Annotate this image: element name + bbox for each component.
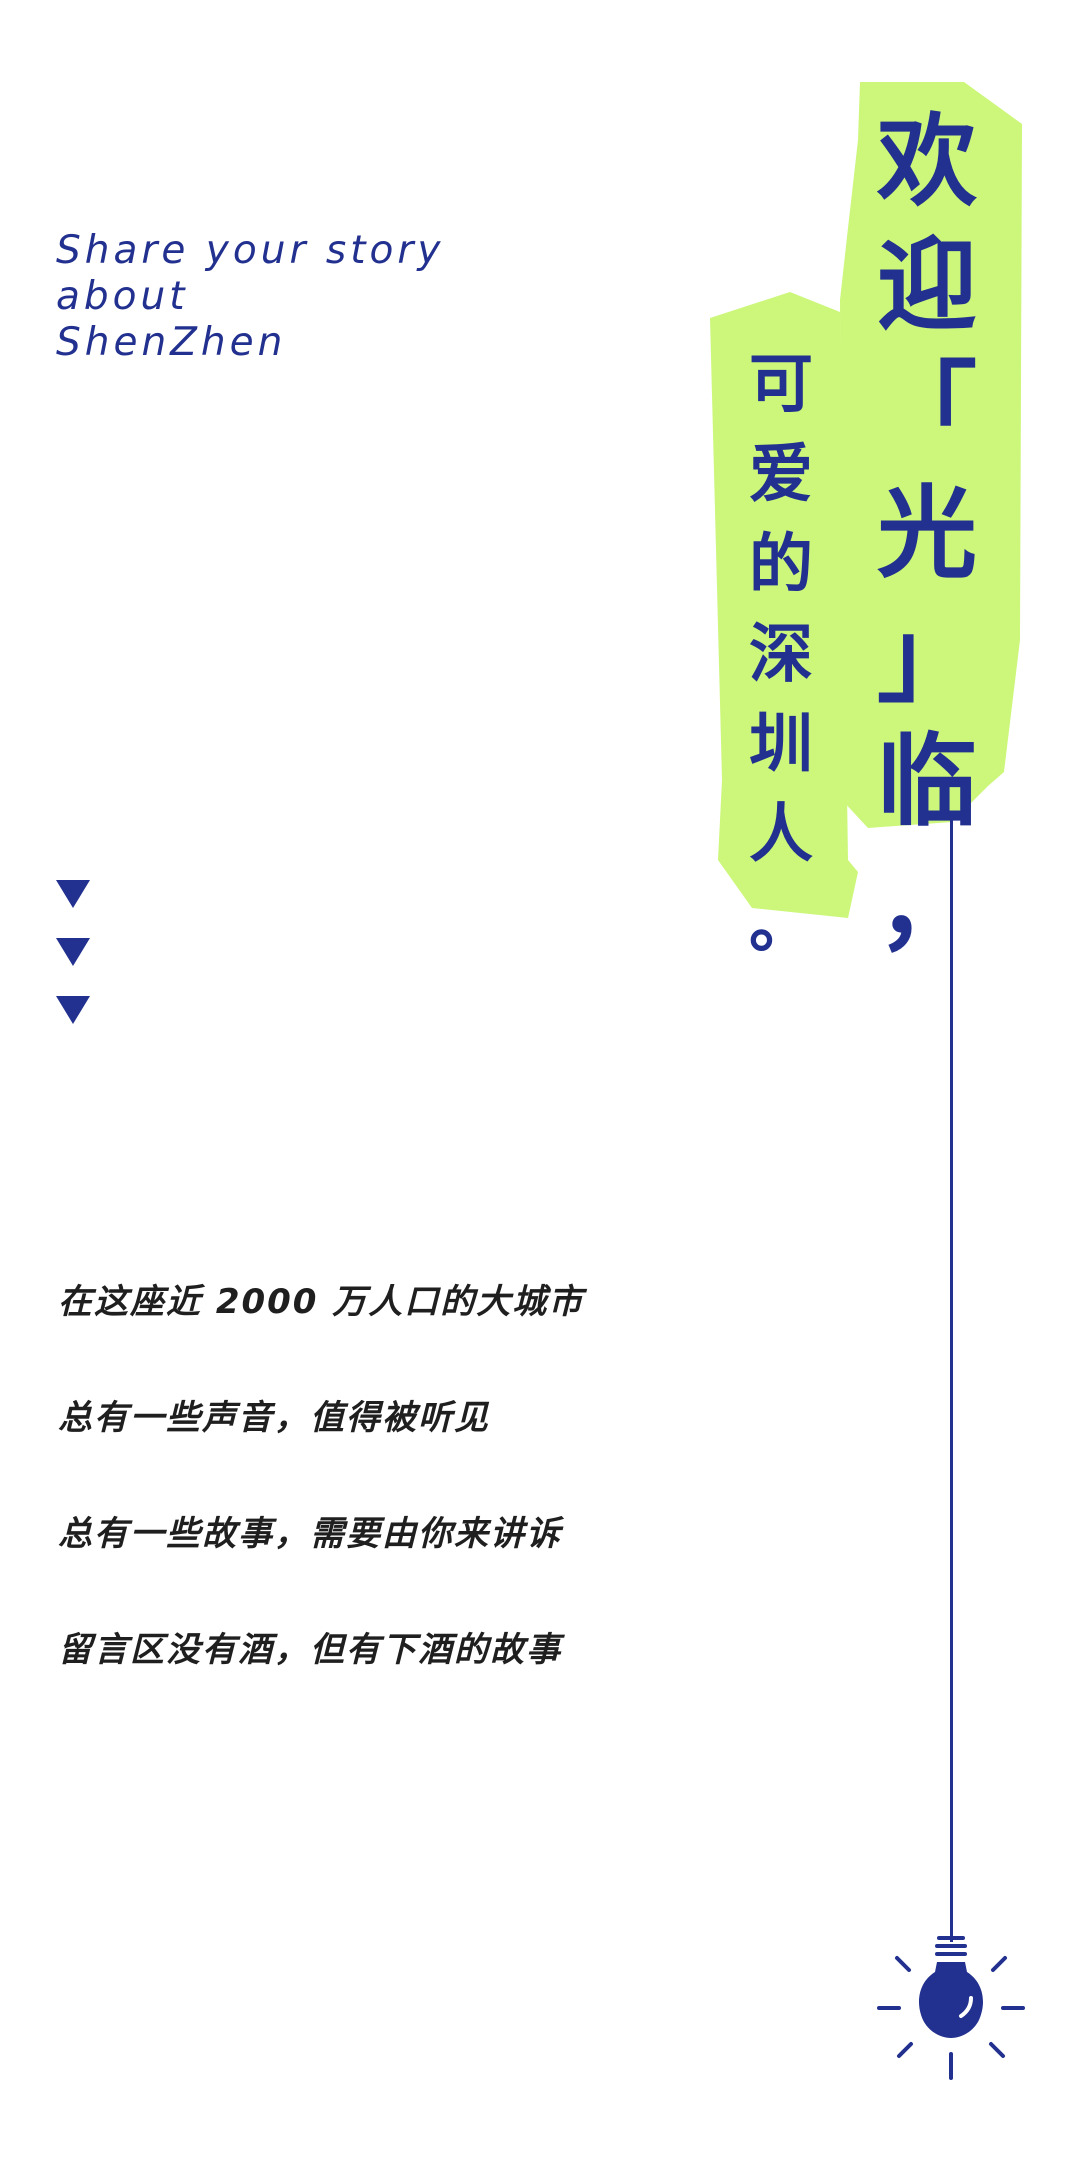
tagline-line-2: about — [56, 274, 189, 319]
subheadline-char: 圳 — [749, 708, 813, 782]
tagline-line-1: Share your story — [56, 228, 445, 273]
subheadline-char: 的 — [749, 528, 813, 602]
headline-char: 「 — [877, 351, 977, 468]
tagline: Share your story about ShenZhen — [56, 228, 444, 366]
headline-big: 欢 迎 「 光 」 临 ， — [862, 100, 992, 968]
subheadline-char: 人 — [749, 798, 813, 872]
down-arrow-icon — [56, 996, 90, 1024]
body-line: 总有一些故事，需要由你来讲诉 — [58, 1514, 562, 1554]
lightbulb-icon — [877, 1936, 1025, 2080]
down-arrow-icon — [56, 880, 90, 908]
subheadline-char: 可 — [749, 348, 813, 422]
headline-char: 迎 — [877, 227, 977, 344]
body-line: 总有一些声音，值得被听见 — [58, 1398, 490, 1438]
highlight-panel-small — [710, 292, 858, 918]
body-line: 留言区没有酒，但有下酒的故事 — [58, 1630, 562, 1670]
headline-char: 」 — [877, 599, 977, 716]
hanging-string — [950, 812, 953, 1942]
headline-small: 可 爱 的 深 圳 人 。 — [740, 340, 822, 970]
subheadline-char: 深 — [749, 618, 813, 692]
body-text: 在这座近 2000 万人口的大城市 总有一些声音，值得被听见 总有一些故事，需要… — [58, 1276, 584, 1740]
body-line: 在这座近 2000 万人口的大城市 — [58, 1282, 585, 1322]
headline-char: 欢 — [877, 103, 977, 220]
subheadline-char: 。 — [749, 888, 813, 962]
headline-char: 临 — [877, 723, 977, 840]
highlight-panel-big — [840, 82, 1022, 828]
down-arrow-icon — [56, 938, 90, 966]
subheadline-char: 爱 — [749, 438, 813, 512]
headline-char: 光 — [877, 475, 977, 592]
headline-char: ， — [877, 847, 977, 964]
down-arrows — [56, 880, 90, 1054]
tagline-line-3: ShenZhen — [56, 320, 287, 365]
